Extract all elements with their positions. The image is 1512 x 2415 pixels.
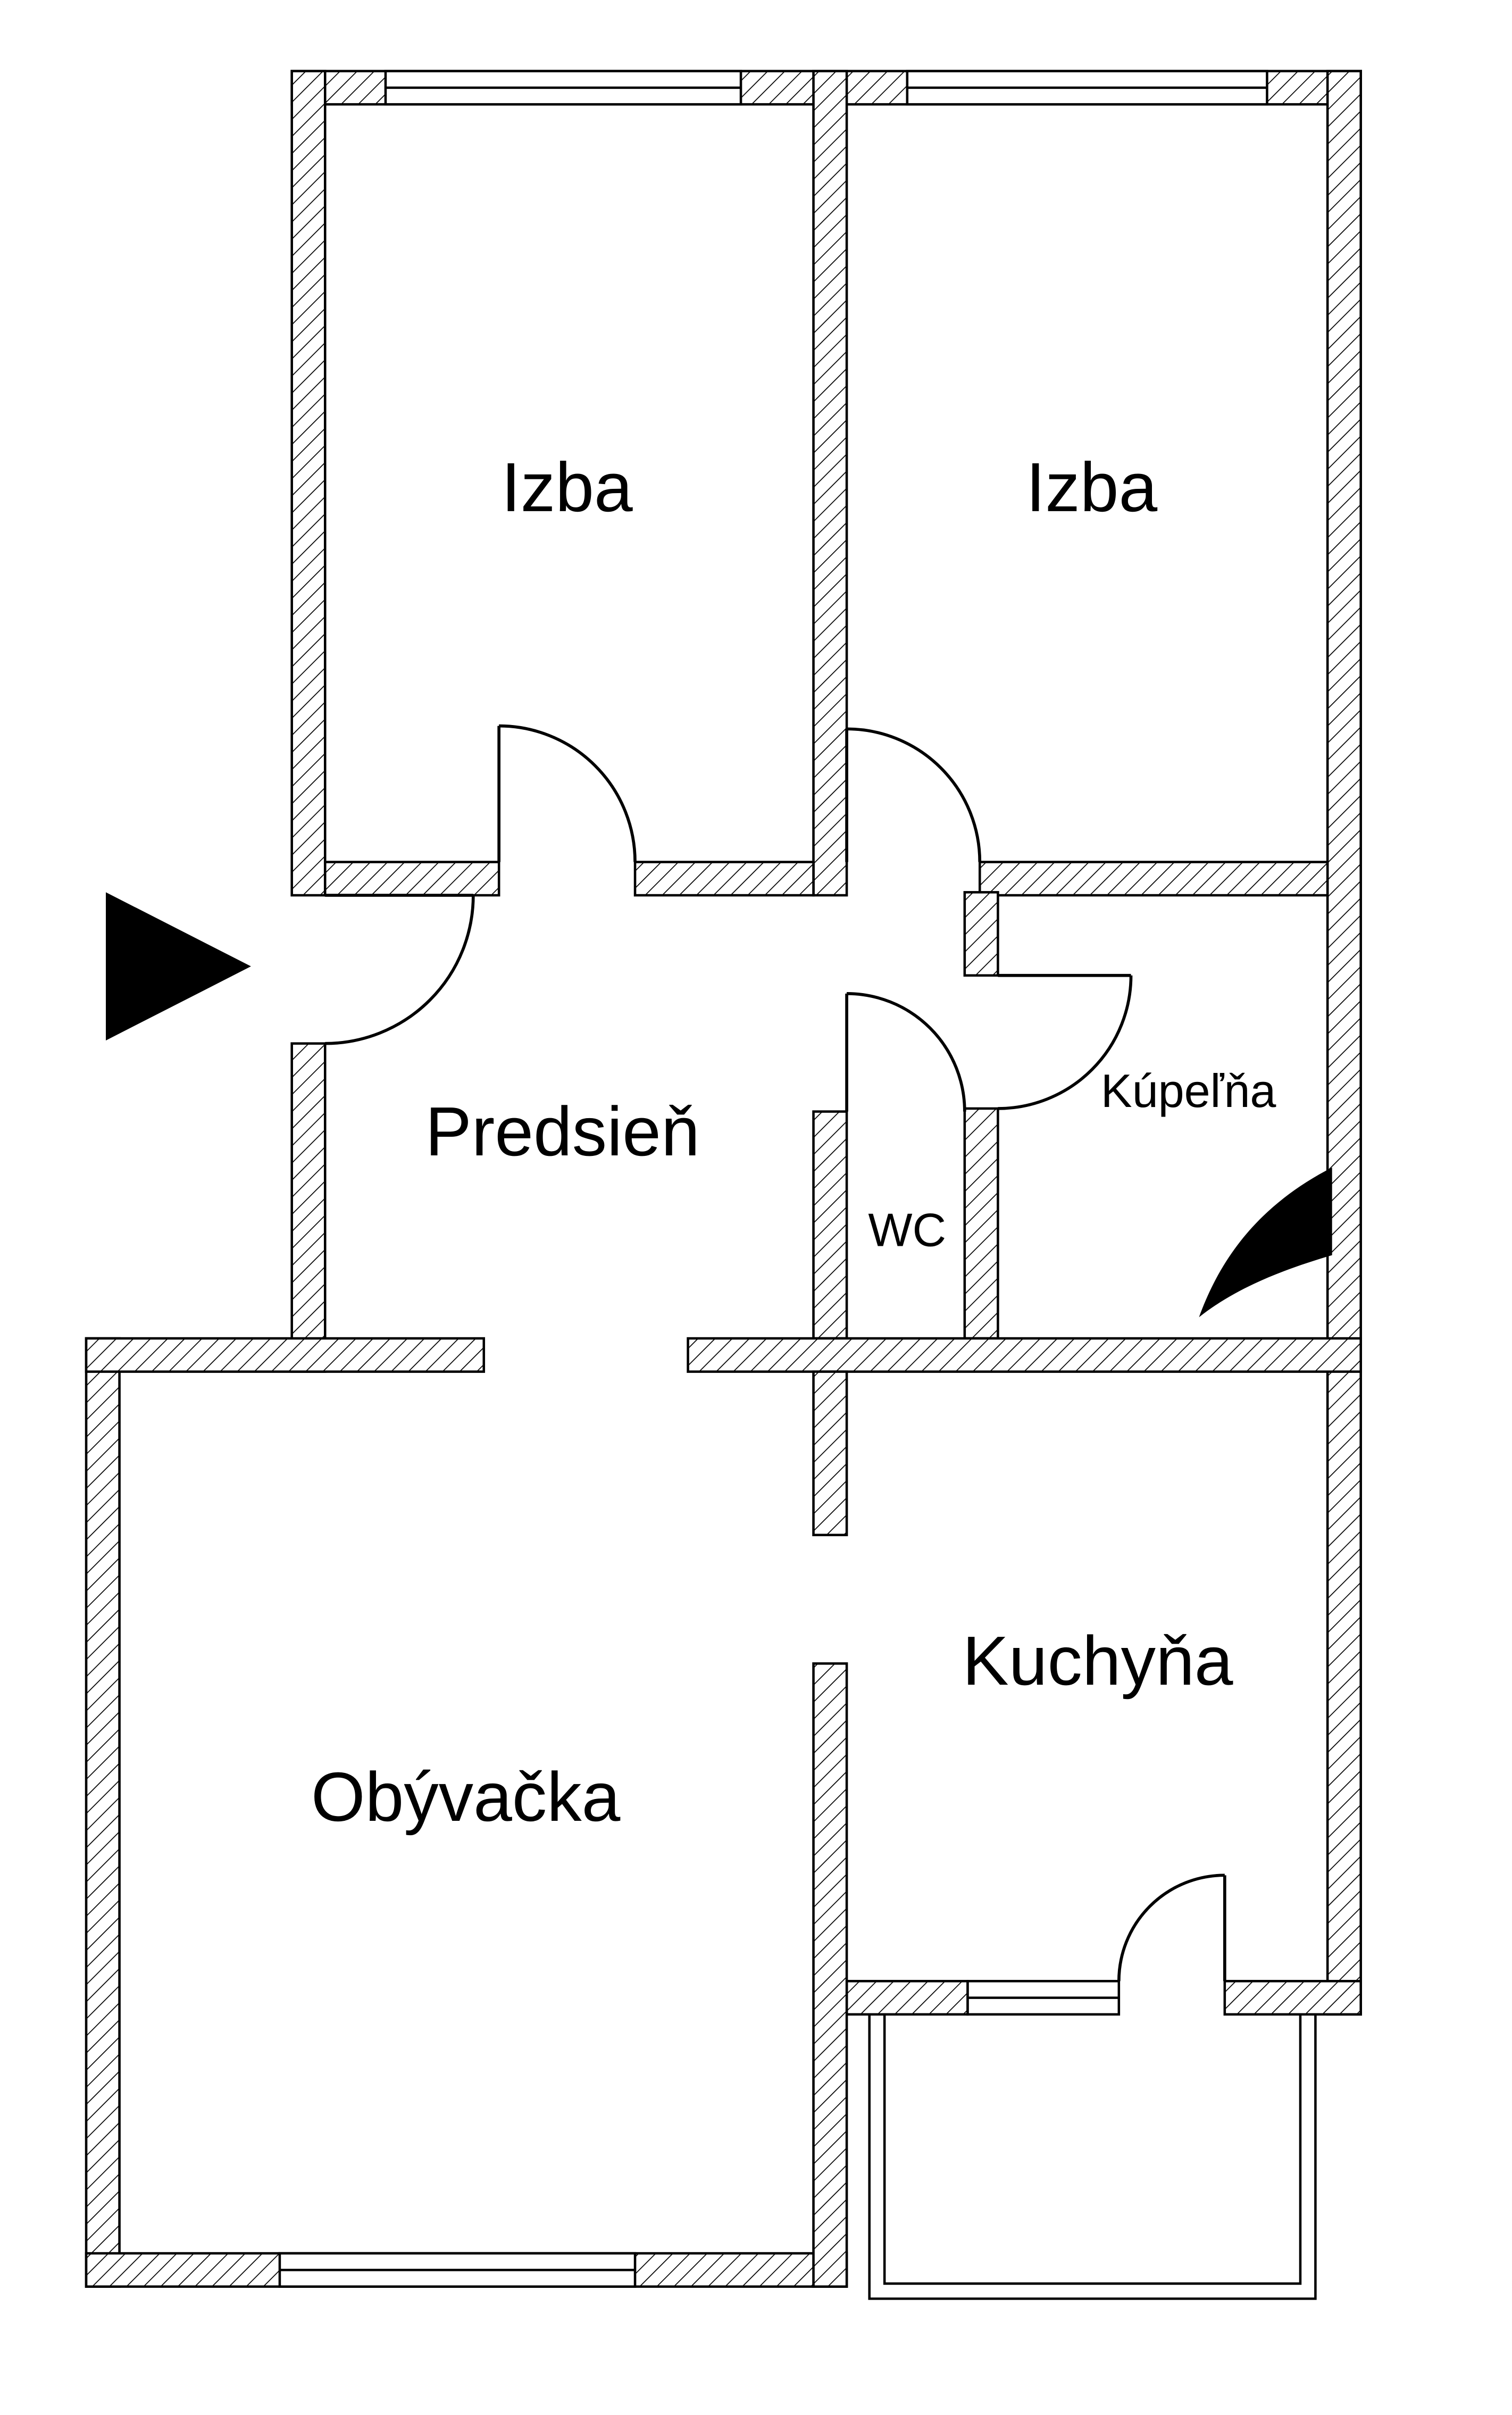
room-label-wc: WC <box>868 1204 946 1256</box>
door-entrance <box>325 894 475 1045</box>
wall-mid-band-right <box>687 1337 1362 1373</box>
wall-left-lower <box>85 1337 121 2288</box>
wall-mid-band-left <box>85 1337 486 1373</box>
entrance-arrow-icon <box>106 892 251 1040</box>
room-label-izba-left: Izba <box>502 448 633 526</box>
wall-under-izba-1 <box>323 861 500 897</box>
wall-under-izba-2 <box>633 861 815 897</box>
wall-left-upper <box>290 70 327 897</box>
door-balcony <box>1117 1873 1226 1981</box>
wall-left-mid <box>290 1042 327 1373</box>
room-label-kuchyna: Kuchyňa <box>963 1622 1233 1700</box>
room-label-kupelna: Kúpeľňa <box>1101 1064 1277 1117</box>
room-labels: Izba Izba Predsieň Kúpeľňa WC Kuchyňa Ob… <box>311 448 1276 1836</box>
windows <box>278 70 1268 2288</box>
balcony-outline <box>868 2014 1317 2300</box>
room-label-obyvacka: Obývačka <box>311 1758 621 1836</box>
door-bathroom <box>998 973 1133 1110</box>
wall-bottom-kitchen-right <box>1223 1980 1362 2016</box>
window-izba-left <box>384 70 742 106</box>
wall-izba-divider <box>812 70 848 897</box>
wall-under-izba-3 <box>978 861 1329 897</box>
wall-right <box>1326 70 1362 2016</box>
window-izba-right <box>906 70 1268 106</box>
wall-kitchen-divider-upper <box>812 1370 848 1536</box>
wall-bathroom-left-upper <box>963 891 999 977</box>
room-label-izba-right: Izba <box>1026 448 1157 526</box>
door-izba-right <box>845 727 982 862</box>
room-label-predsien: Predsieň <box>425 1093 700 1170</box>
door-wc <box>845 992 966 1112</box>
window-living <box>278 2252 637 2288</box>
wall-bathroom-left-lower <box>963 1107 999 1340</box>
door-izba-left <box>497 724 637 862</box>
wall-wc-left <box>812 1110 848 1340</box>
door-arcs <box>325 724 1226 1981</box>
wall-kitchen-divider-lower <box>812 1662 848 2288</box>
direction-marker-icon <box>1199 1167 1332 1318</box>
wall-bottom-kitchen-left <box>845 1980 969 2016</box>
window-kitchen <box>966 1980 1121 2016</box>
